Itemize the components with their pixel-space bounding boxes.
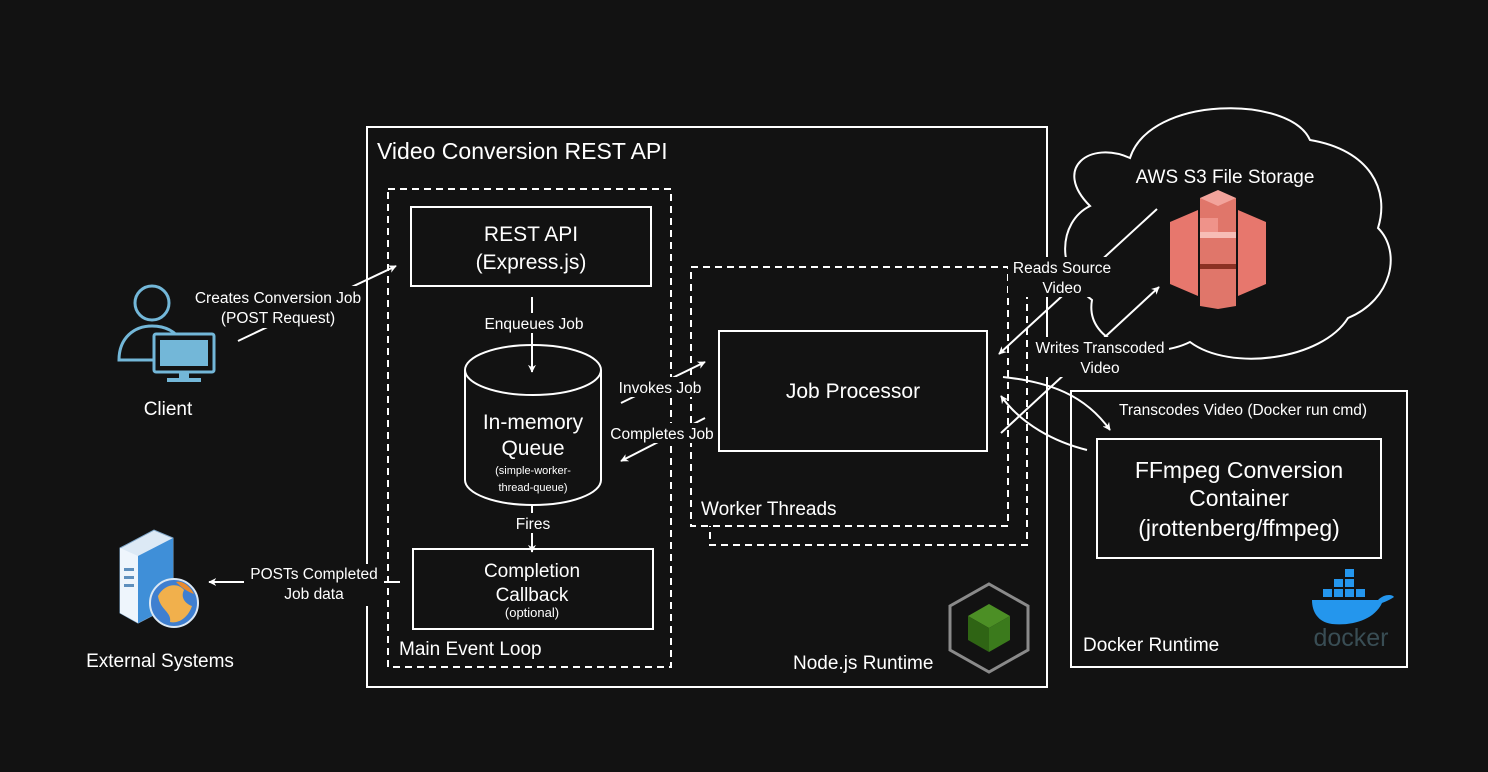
svg-text:Writes Transcoded: Writes Transcoded (1036, 340, 1165, 357)
nodejs-runtime-label: Node.js Runtime (793, 653, 933, 674)
nodejs-icon (948, 582, 1030, 674)
edge-label-reads: Reads Source Video (1008, 257, 1116, 297)
svg-text:Invokes Job: Invokes Job (619, 380, 702, 397)
edge-label-completes: Completes Job (606, 423, 718, 443)
s3-storage-title: AWS S3 File Storage (1136, 167, 1315, 188)
rest-api-node: REST API (Express.js) (410, 206, 652, 287)
main-event-loop-label: Main Event Loop (399, 639, 542, 660)
svg-text:Enqueues Job: Enqueues Job (484, 316, 583, 333)
edge-label-writes: Writes Transcoded Video (1031, 337, 1169, 377)
external-systems-label: External Systems (86, 651, 234, 672)
client-label: Client (144, 399, 193, 420)
svg-text:Creates Conversion Job: Creates Conversion Job (195, 290, 361, 307)
ffmpeg-container-node: FFmpeg Conversion Container (jrottenberg… (1096, 438, 1382, 559)
docker-runtime-container: Docker Runtime (1070, 390, 1408, 668)
rest-api-subtitle: (Express.js) (476, 251, 587, 274)
rest-api-title: REST API (484, 223, 578, 246)
docker-runtime-label: Docker Runtime (1083, 635, 1219, 656)
queue-subtitle-line1: (simple-worker- (495, 465, 571, 477)
svg-text:Job data: Job data (284, 586, 344, 603)
callback-subtitle: (optional) (505, 605, 559, 620)
ffmpeg-title-line3: (jrottenberg/ffmpeg) (1138, 515, 1340, 541)
queue-subtitle-line2: thread-queue) (498, 482, 567, 494)
svg-text:Transcodes Video (Docker run c: Transcodes Video (Docker run cmd) (1119, 402, 1367, 419)
server-globe-icon (119, 529, 199, 628)
s3-storage-cloud: AWS S3 File Storage (1064, 107, 1392, 360)
svg-text:Completes Job: Completes Job (610, 426, 713, 443)
queue-title-line1: In-memory (483, 411, 584, 434)
edge-label-invokes: Invokes Job (615, 377, 705, 397)
callback-title-line2: Callback (496, 585, 569, 606)
ffmpeg-title-line1: FFmpeg Conversion (1135, 457, 1343, 483)
api-container-title: Video Conversion REST API (377, 138, 668, 164)
edge-label-enqueue: Enqueues Job (480, 313, 588, 333)
svg-text:Reads Source: Reads Source (1013, 260, 1111, 277)
edge-label-fires: Fires (512, 513, 554, 533)
svg-text:POSTs Completed: POSTs Completed (250, 566, 378, 583)
client-node: Client (117, 284, 216, 420)
svg-text:Video: Video (1080, 360, 1119, 377)
job-processor-node: Job Processor (718, 330, 988, 452)
external-systems-node: External Systems (86, 529, 234, 672)
completion-callback-node: Completion Callback (optional) (412, 548, 654, 630)
job-processor-title: Job Processor (786, 380, 920, 403)
edge-label-create-job: Creates Conversion Job (POST Request) (190, 286, 366, 328)
edge-transcodes (1002, 376, 1111, 431)
svg-text:Fires: Fires (516, 516, 551, 533)
api-container: Video Conversion REST API Node.js Runtim… (366, 126, 1048, 688)
edge-label-transcodes: Transcodes Video (Docker run cmd) (1111, 400, 1373, 420)
edge-transcode-return (1000, 395, 1088, 451)
edge-label-posts: POSTs Completed Job data (244, 564, 384, 606)
docker-logo-text: docker (1313, 624, 1388, 652)
svg-text:(POST Request): (POST Request) (221, 310, 335, 327)
svg-text:Video: Video (1042, 280, 1081, 297)
callback-title-line1: Completion (484, 561, 580, 582)
aws-s3-icon (1170, 190, 1266, 309)
ffmpeg-title-line2: Container (1189, 485, 1289, 511)
docker-icon: docker (1312, 569, 1394, 652)
user-computer-icon (117, 284, 216, 382)
worker-threads-label: Worker Threads (701, 499, 837, 520)
queue-title-line2: Queue (501, 437, 564, 460)
